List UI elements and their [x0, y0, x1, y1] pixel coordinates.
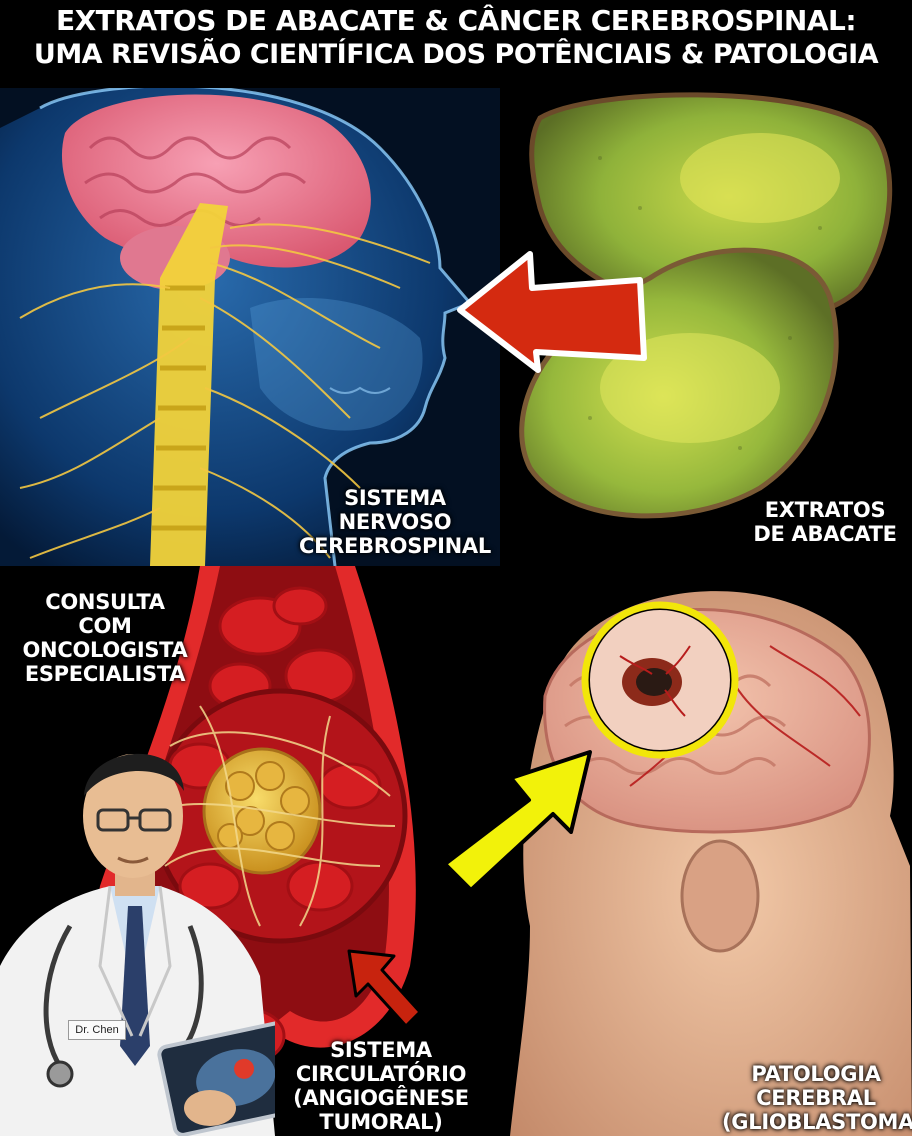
- doctor-badge: Dr. Chen: [68, 1020, 126, 1040]
- nervous-system-illustration: [0, 88, 500, 566]
- label-nervous-system-line-2: NERVOSO: [338, 510, 452, 534]
- label-brain-pathology-line-1: PATOLOGIA: [751, 1062, 881, 1086]
- page-title: EXTRATOS DE ABACATE & CÂNCER CEREBROSPIN…: [0, 4, 912, 71]
- label-circulatory: SISTEMA CIRCULATÓRIO (ANGIOGÊNESE TUMORA…: [286, 1038, 476, 1134]
- label-oncologist-line-2: COM: [78, 614, 132, 638]
- doctor-illustration: Dr. Chen: [0, 736, 275, 1136]
- label-circulatory-line-1: SISTEMA: [330, 1038, 432, 1062]
- title-line-2: UMA REVISÃO CIENTÍFICA DOS POTÊNCIAIS & …: [33, 39, 879, 70]
- label-circulatory-line-3: (ANGIOGÊNESE: [293, 1086, 469, 1110]
- label-avocado-extracts: EXTRATOS DE ABACATE: [740, 498, 910, 546]
- label-circulatory-line-4: TUMORAL): [319, 1110, 443, 1134]
- label-avocado-line-2: DE ABACATE: [753, 522, 897, 546]
- label-oncologist: CONSULTA COM ONCOLOGISTA ESPECIALISTA: [8, 590, 202, 686]
- label-oncologist-line-3: ONCOLOGISTA: [22, 638, 188, 662]
- label-nervous-system: SISTEMA NERVOSO CEREBROSPINAL: [290, 486, 500, 558]
- label-brain-pathology-line-3: (GLIOBLASTOMA): [722, 1110, 912, 1134]
- label-brain-pathology-line-2: CEREBRAL: [756, 1086, 876, 1110]
- label-avocado-line-1: EXTRATOS: [764, 498, 886, 522]
- red-arrow-left-icon: [457, 251, 647, 373]
- label-oncologist-line-1: CONSULTA: [45, 590, 165, 614]
- label-nervous-system-line-1: SISTEMA: [344, 486, 446, 510]
- label-circulatory-line-2: CIRCULATÓRIO: [295, 1062, 467, 1086]
- brain-pathology-illustration: [470, 566, 912, 1136]
- label-oncologist-line-4: ESPECIALISTA: [24, 662, 186, 686]
- yellow-arrow-up-right-icon: [443, 750, 592, 892]
- red-arrow-up-left-icon: [347, 949, 422, 1028]
- label-nervous-system-line-3: CEREBROSPINAL: [299, 534, 491, 558]
- label-brain-pathology: PATOLOGIA CEREBRAL (GLIOBLASTOMA): [722, 1062, 912, 1134]
- title-line-1: EXTRATOS DE ABACATE & CÂNCER CEREBROSPIN…: [55, 4, 857, 37]
